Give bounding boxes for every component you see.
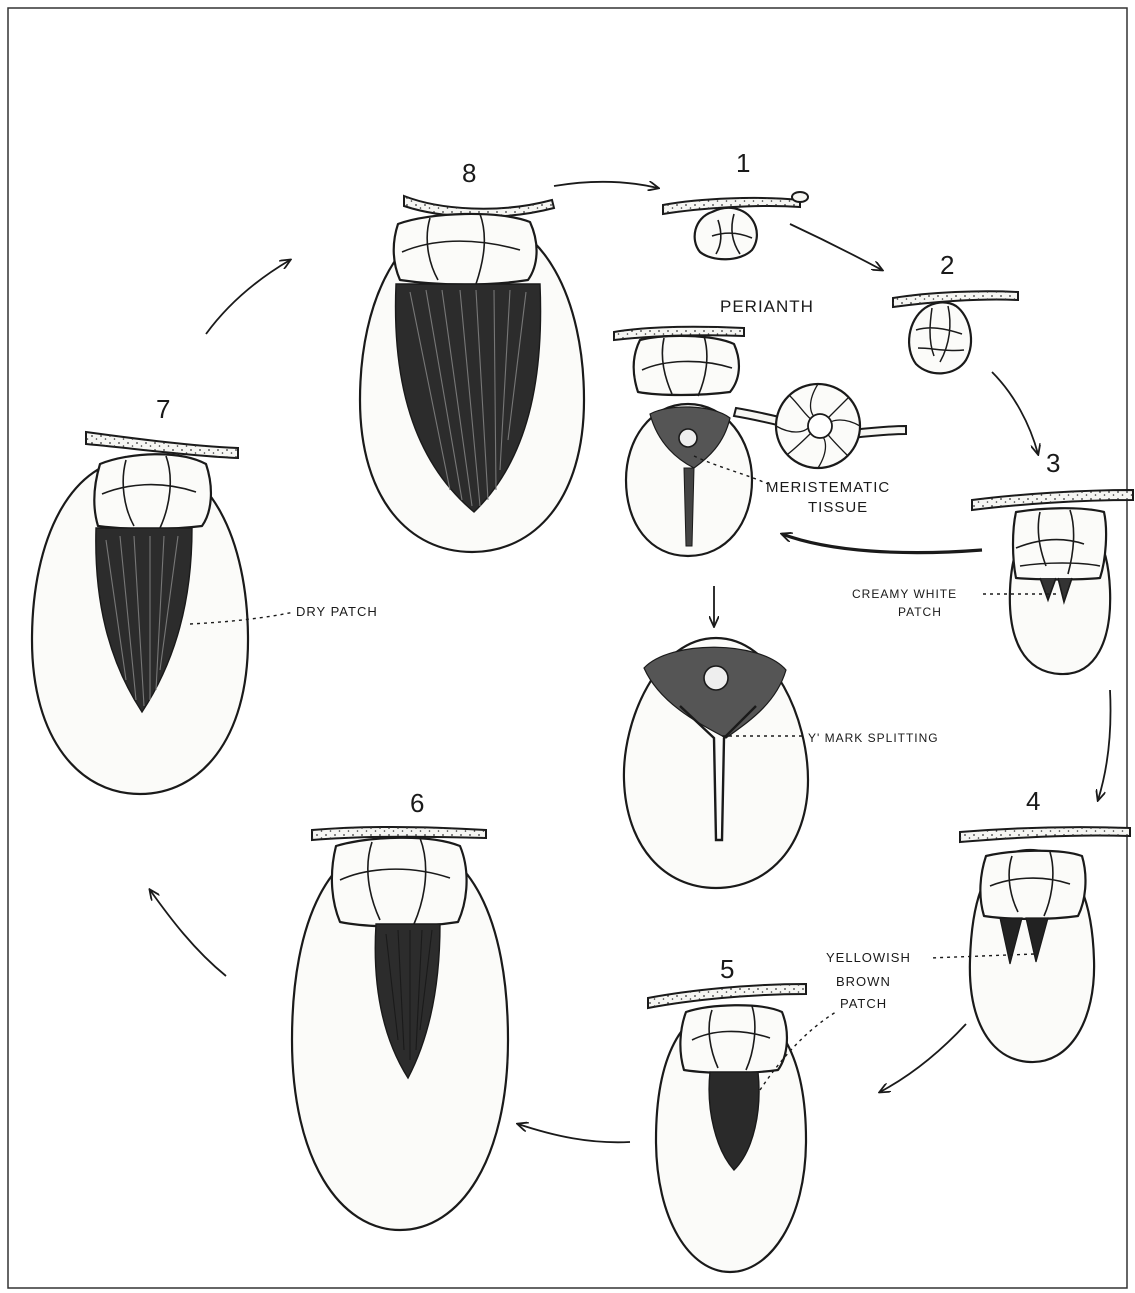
y-mark-section xyxy=(624,638,808,888)
stage-6 xyxy=(292,827,508,1230)
arrow-6-to-7 xyxy=(150,890,226,976)
perianth-cap xyxy=(332,838,467,927)
creamy-white-label-line2: PATCH xyxy=(898,605,942,619)
arrow-3-to-4 xyxy=(1098,690,1111,800)
meristematic-label-line1: MERISTEMATIC xyxy=(766,479,890,496)
stage-number: 1 xyxy=(736,148,750,178)
arrow-3-to-center xyxy=(782,534,982,553)
yellowish-label-line2: BROWN xyxy=(836,974,891,989)
stage-7 xyxy=(32,432,248,794)
creamy-white-label-line1: CREAMY WHITE xyxy=(852,587,957,601)
stage-2 xyxy=(893,291,1018,373)
stage-5 xyxy=(648,984,806,1272)
arrow-2-to-3 xyxy=(992,372,1038,454)
yellowish-label-line1: YELLOWISH xyxy=(826,950,911,965)
stage-number: 4 xyxy=(1026,786,1040,816)
arrow-8-to-1 xyxy=(554,182,658,188)
stage-number: 6 xyxy=(410,788,424,818)
arrow-5-to-6 xyxy=(518,1124,630,1142)
perianth-detail xyxy=(614,327,744,396)
dry-patch-label: DRY PATCH xyxy=(296,604,378,619)
arrow-4-to-5 xyxy=(880,1024,966,1092)
perianth-top-view xyxy=(734,384,906,468)
yellowish-label-line3: PATCH xyxy=(840,996,887,1011)
stage-number: 2 xyxy=(940,250,954,280)
stage-4 xyxy=(960,827,1130,1062)
meristematic-section xyxy=(626,404,752,556)
meristematic-label-line2: TISSUE xyxy=(808,499,868,516)
stage-number: 3 xyxy=(1046,448,1060,478)
perianth-cap xyxy=(980,851,1085,919)
y-mark-label: Y' MARK SPLITTING xyxy=(808,731,939,745)
stage-1 xyxy=(663,192,808,259)
stage-number: 7 xyxy=(156,394,170,424)
stage-3 xyxy=(972,490,1133,674)
stage-number: 8 xyxy=(462,158,476,188)
arrow-1-to-2 xyxy=(790,224,882,270)
young-fruit xyxy=(909,302,971,373)
stage-number: 5 xyxy=(720,954,734,984)
perianth-cap xyxy=(680,1005,787,1073)
perianth-label: PERIANTH xyxy=(720,297,814,316)
stage-8 xyxy=(360,196,584,552)
arrow-7-to-8 xyxy=(206,260,290,334)
